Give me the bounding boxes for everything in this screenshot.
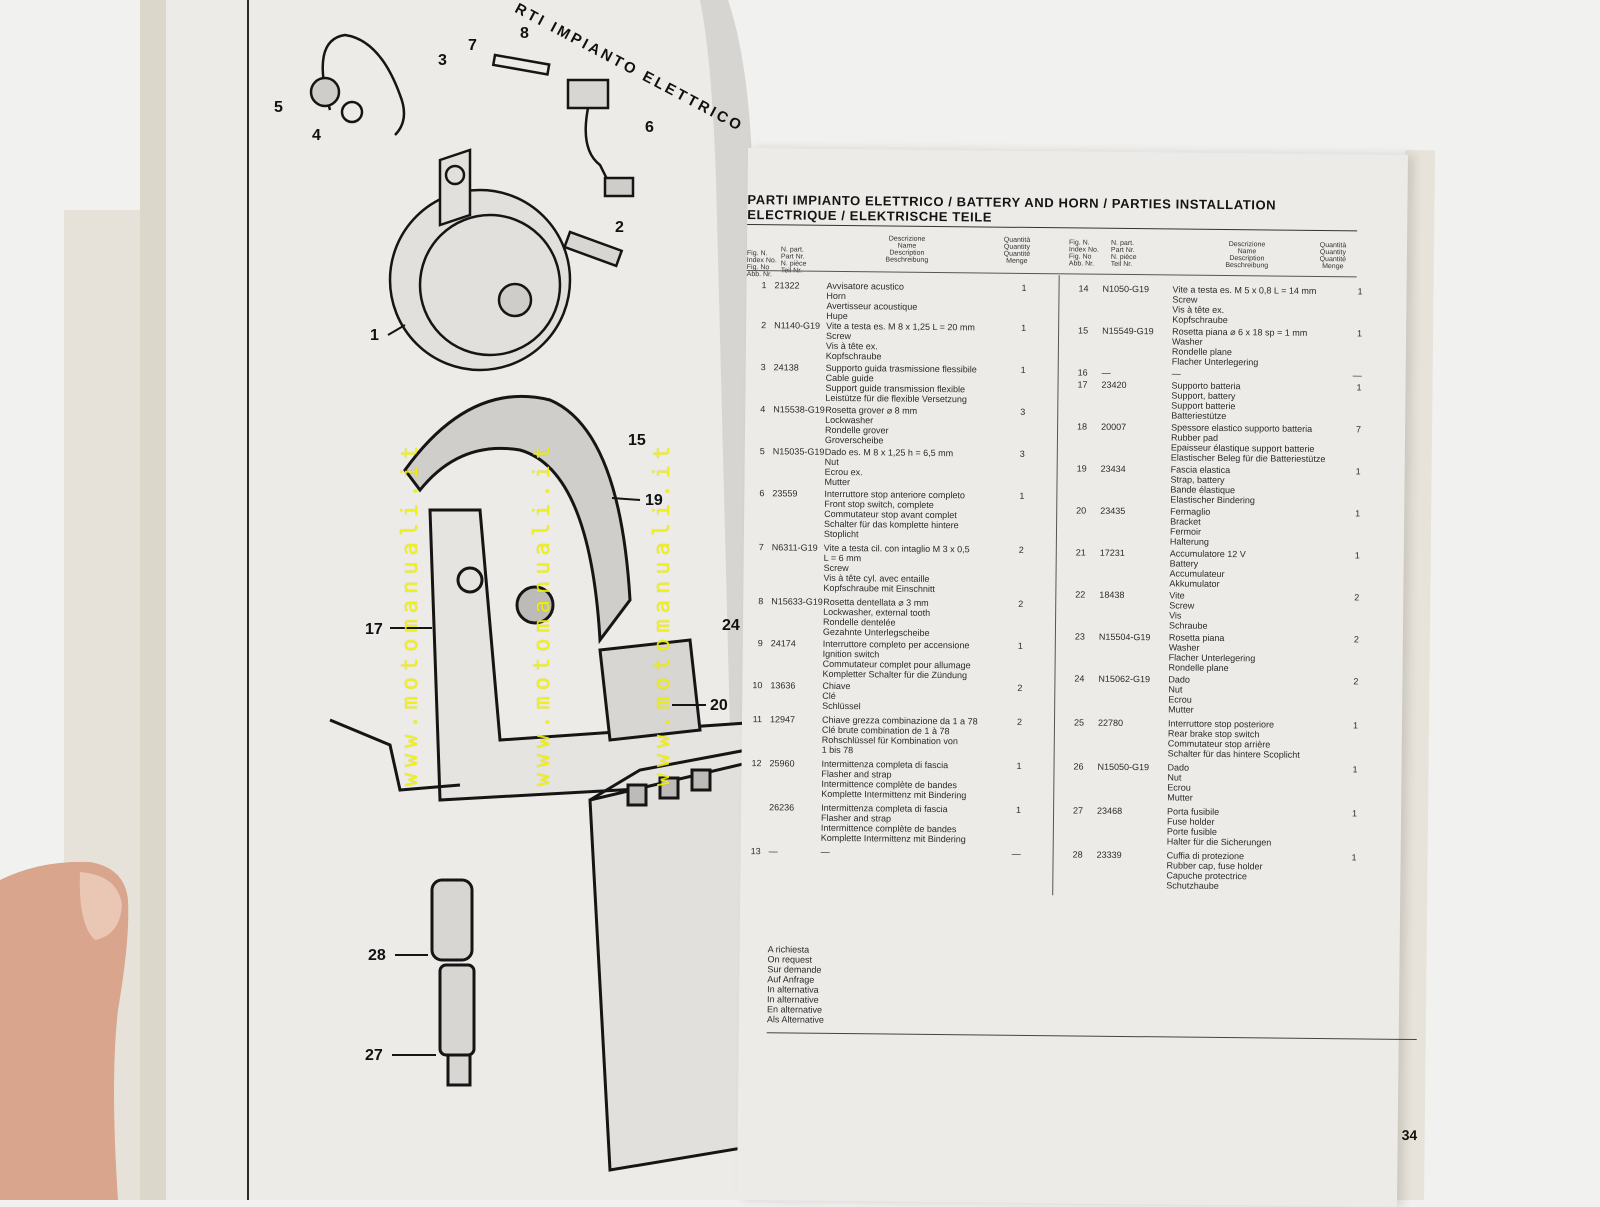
callout-labels: 1 2 3 4 5 6 7 8 15 17 19 20 24 27 28 bbox=[274, 25, 740, 1064]
svg-text:20: 20 bbox=[710, 697, 728, 714]
svg-text:5: 5 bbox=[274, 99, 283, 116]
header-rule bbox=[746, 269, 1357, 278]
watermark-1: www.motomanuali.it bbox=[398, 440, 423, 787]
callout-leaders bbox=[387, 324, 706, 1056]
column-divider bbox=[1052, 275, 1060, 896]
svg-text:2: 2 bbox=[615, 219, 624, 236]
footer-rule bbox=[766, 1032, 1417, 1041]
svg-text:3: 3 bbox=[438, 52, 447, 69]
svg-text:1: 1 bbox=[370, 327, 379, 344]
horn-drawing bbox=[309, 33, 635, 372]
svg-text:24: 24 bbox=[722, 617, 740, 634]
book-edge-strip bbox=[140, 0, 166, 1200]
svg-text:19: 19 bbox=[645, 492, 663, 509]
fuse-holder-drawing bbox=[430, 878, 476, 1087]
hand bbox=[0, 861, 129, 1200]
svg-text:8: 8 bbox=[520, 25, 529, 42]
svg-text:28: 28 bbox=[368, 947, 386, 964]
svg-text:7: 7 bbox=[468, 37, 477, 54]
page-number: 34 bbox=[1401, 1126, 1418, 1144]
page-title: PARTI IMPIANTO ELETTRICO / BATTERY AND H… bbox=[747, 192, 1287, 228]
watermark-2: www.motomanuali.it bbox=[530, 440, 555, 787]
svg-text:15: 15 bbox=[628, 432, 646, 449]
svg-text:27: 27 bbox=[365, 1047, 383, 1064]
svg-text:17: 17 bbox=[365, 621, 383, 638]
parts-table-page: PARTI IMPIANTO ELETTRICO / BATTERY AND H… bbox=[736, 148, 1417, 1207]
watermark-3: www.motomanuali.it bbox=[650, 440, 675, 787]
svg-text:6: 6 bbox=[645, 119, 654, 136]
thumbnail bbox=[79, 872, 122, 940]
svg-text:4: 4 bbox=[312, 127, 321, 144]
